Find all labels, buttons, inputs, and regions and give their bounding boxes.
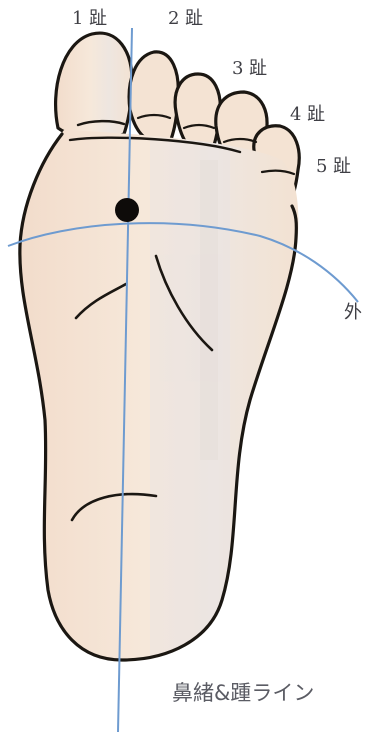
- toe-label-2: 2 趾: [168, 8, 203, 29]
- toe-2: [129, 52, 178, 144]
- toe-label-3: 3 趾: [232, 58, 267, 79]
- sole: [20, 130, 299, 660]
- caption: 鼻緒&踵ライン: [172, 681, 314, 705]
- toe-label-5: 5 趾: [316, 156, 351, 177]
- intersection-point: [115, 198, 139, 222]
- toe-label-4: 4 趾: [290, 104, 325, 125]
- side-label: 外: [344, 302, 362, 323]
- toe-label-1: 1 趾: [72, 8, 107, 29]
